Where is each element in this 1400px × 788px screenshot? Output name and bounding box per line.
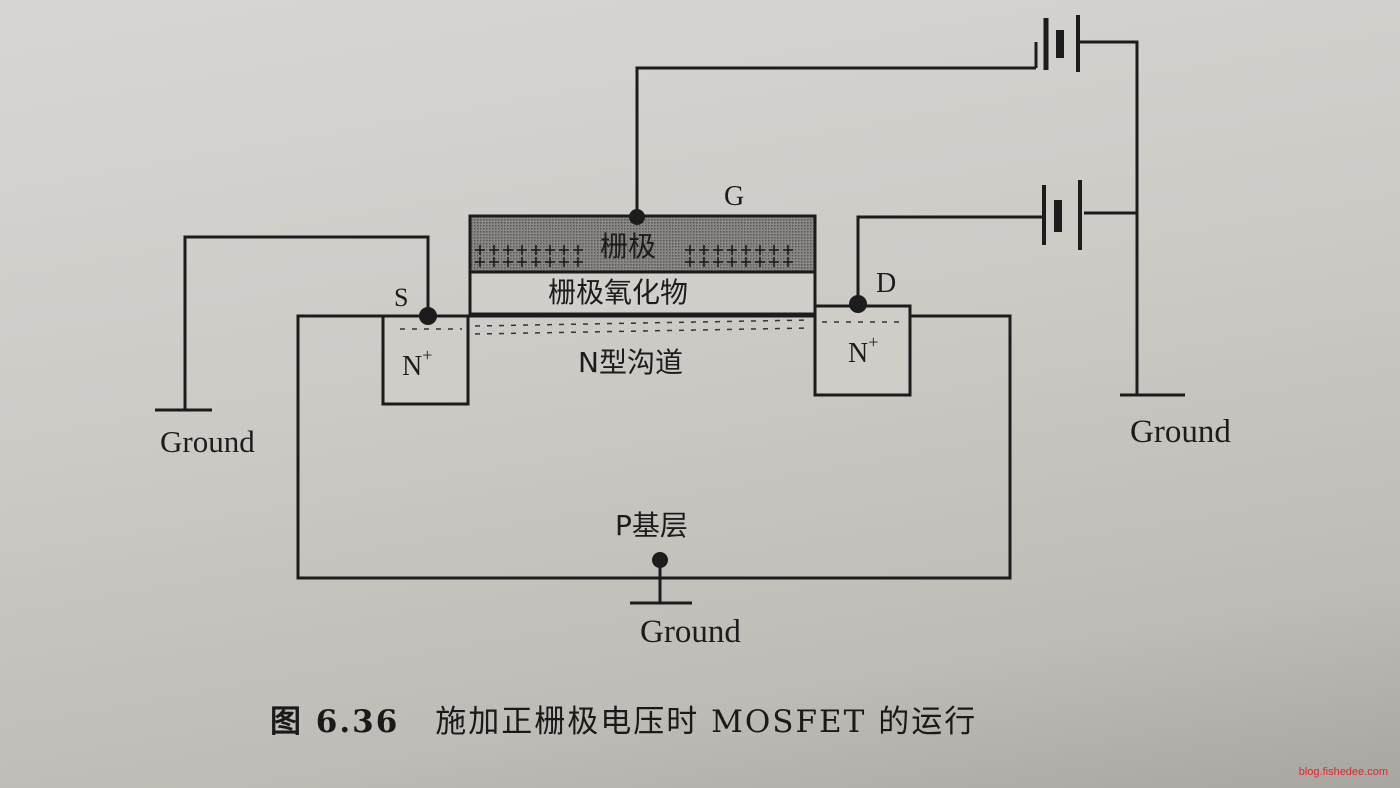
channel-electrons [474,327,811,335]
gate-label: G [724,181,744,212]
watermark: blog.fishedee.com [1298,766,1388,778]
gate-region-label: 栅极 [600,230,656,263]
ground-label-source: Ground [160,424,255,459]
gate-terminal [629,209,645,225]
drain-battery-icon [1042,180,1082,250]
source-terminal [419,307,437,325]
source-doping-label: N+ [402,345,432,382]
gate-wire-return [1080,40,1139,395]
channel-label: N型沟道 [578,346,683,379]
gate-battery-icon [1034,15,1080,72]
gate-wire [635,66,1036,217]
source-label: S [394,283,408,312]
substrate-label: P基层 [615,509,688,542]
ground-label-substrate: Ground [640,614,741,650]
drain-terminal [849,295,867,313]
figure-caption: 图 6.36 施加正栅极电压时 MOSFET 的运行 [270,696,977,741]
substrate-terminal [652,552,668,568]
drain-label: D [876,268,896,299]
p-substrate [296,314,1012,580]
gate-oxide-label: 栅极氧化物 [548,276,688,309]
channel-electrons [474,319,811,327]
figure-number: 图 6.36 [270,704,400,740]
drain-doping-label: N+ [848,332,878,369]
gate-positive-charges [475,245,793,267]
figure-title: 施加正栅极电压时 MOSFET 的运行 [435,704,978,740]
drain-wire [856,215,1044,304]
ground-label-right: Ground [1130,414,1231,450]
source-wire [183,235,430,410]
